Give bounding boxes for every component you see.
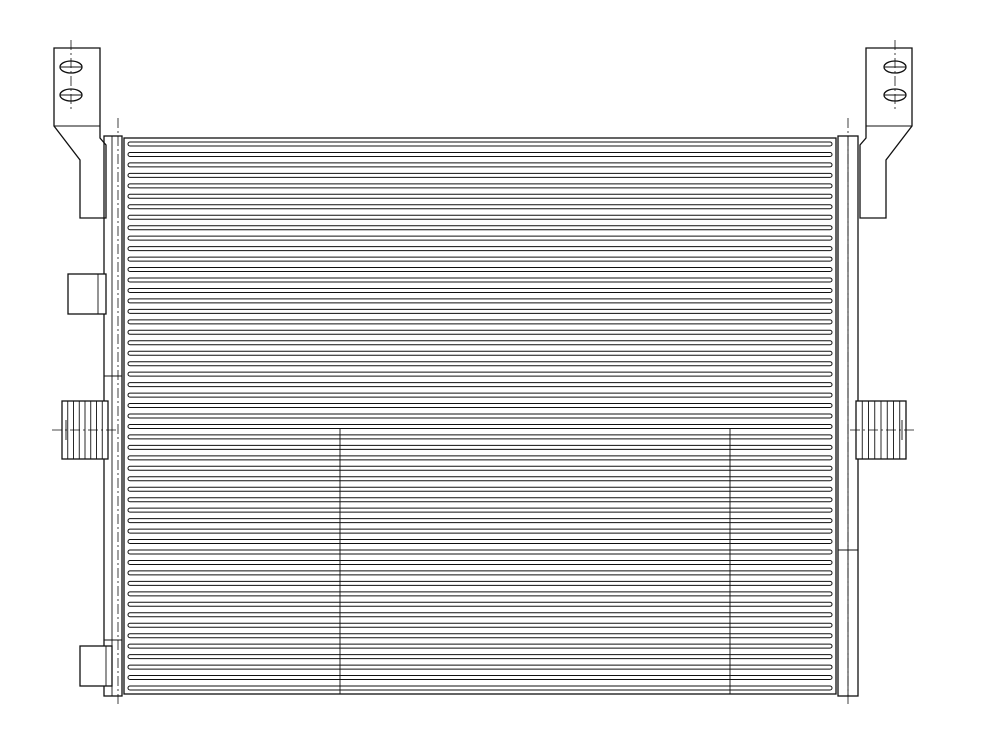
right-middle-fitting [850,400,914,460]
tube [127,392,833,398]
tube [127,298,833,304]
tube [127,507,833,513]
tube [127,486,833,492]
tube [127,172,833,178]
tube [127,235,833,241]
tube [127,162,833,168]
tube [127,476,833,482]
tube [127,350,833,356]
tube [127,214,833,220]
tube [127,329,833,335]
tube [127,664,833,670]
left-lower-fitting [79,645,113,687]
tube [127,455,833,461]
tube [127,277,833,283]
right-upper-bracket [859,40,913,219]
tube [127,622,833,628]
tube [127,151,833,157]
tube [127,559,833,565]
tube [127,246,833,252]
tube [127,518,833,524]
tube [127,539,833,545]
tube [127,256,833,262]
tube [127,340,833,346]
tube [127,403,833,409]
tube [127,601,833,607]
core-tubes [127,141,833,691]
tube [127,633,833,639]
tube [127,413,833,419]
tube [127,382,833,388]
left-middle-fitting [52,400,116,460]
tube [127,361,833,367]
left-upper-bracket [53,40,107,219]
tube [127,141,833,147]
tube [127,612,833,618]
core [123,137,837,695]
tube [127,423,833,429]
tube [127,204,833,210]
tube [127,497,833,503]
tube [127,308,833,314]
tube [127,685,833,691]
tube [127,675,833,681]
tube [127,654,833,660]
tube [127,549,833,555]
tube [127,183,833,189]
tube [127,267,833,273]
left-upper-fitting [67,273,107,315]
tube [127,528,833,534]
tube [127,225,833,231]
tube [127,580,833,586]
tube [127,319,833,325]
tube [127,444,833,450]
tube [127,193,833,199]
tube [127,287,833,293]
tube [127,570,833,576]
tube [127,643,833,649]
tube [127,591,833,597]
tube [127,434,833,440]
tube [127,465,833,471]
tube [127,371,833,377]
